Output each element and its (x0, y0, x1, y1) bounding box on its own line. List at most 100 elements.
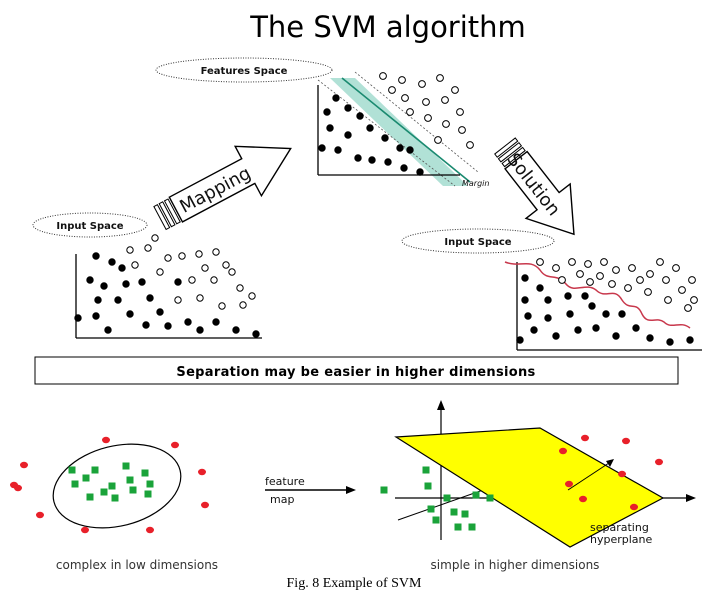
filled-dot-icon (232, 326, 240, 334)
hollow-circle-icon (612, 266, 620, 274)
filled-dot-icon (114, 296, 122, 304)
features-space-oval (155, 57, 333, 83)
red-point-icon (579, 495, 587, 503)
filled-dot-icon (138, 278, 146, 286)
hollow-circle-icon (195, 250, 203, 258)
filled-dot-icon (602, 310, 610, 318)
red-point-icon (618, 470, 626, 478)
input-space-points (74, 234, 260, 338)
hollow-circle-icon (441, 96, 449, 104)
hollow-circle-icon (456, 108, 464, 116)
hollow-circle-icon (576, 270, 584, 278)
filled-dot-icon (344, 131, 352, 139)
separating-line (341, 77, 471, 183)
filled-dot-icon (564, 292, 572, 300)
green-point-icon (486, 494, 494, 502)
input-space-panel: Input Space (32, 212, 262, 339)
filled-dot-icon (368, 156, 376, 164)
filled-dot-icon (334, 146, 342, 154)
filled-dot-icon (400, 164, 408, 172)
green-point-icon (146, 480, 154, 488)
filled-dot-icon (536, 284, 544, 292)
hollow-circle-icon (646, 270, 654, 278)
margin-line-lower (317, 79, 456, 187)
filled-dot-icon (552, 332, 560, 340)
filled-dot-icon (212, 318, 220, 326)
figure-caption: Fig. 8 Example of SVM (287, 576, 422, 591)
filled-dot-icon (142, 321, 150, 329)
green-point-icon (461, 510, 469, 518)
hollow-circle-icon (624, 284, 632, 292)
features-space-label: Features Space (201, 66, 288, 77)
hollow-circle-icon (662, 276, 670, 284)
filled-dot-icon (524, 312, 532, 320)
green-point-icon (443, 494, 451, 502)
filled-dot-icon (94, 296, 102, 304)
features-space-points (318, 72, 474, 176)
green-point-icon (144, 490, 152, 498)
hollow-circle-icon (222, 261, 230, 269)
filled-dot-icon (332, 94, 340, 102)
green-point-icon (141, 469, 149, 477)
red-point-icon (655, 458, 663, 466)
separation-banner (34, 356, 679, 385)
low-dimension-panel (10, 436, 209, 534)
solution-space-panel: Input Space (401, 228, 702, 351)
red-point-icon (102, 436, 110, 444)
separating-hyperplane (394, 427, 665, 548)
hollow-circle-icon (236, 284, 244, 292)
hollow-circle-icon (644, 288, 652, 296)
hollow-circle-icon (678, 286, 686, 294)
hollow-circle-icon (664, 296, 672, 304)
hollow-circle-icon (406, 108, 414, 116)
solution-space-label: Input Space (444, 237, 511, 248)
hollow-circle-icon (422, 98, 430, 106)
low-dimension-points (10, 436, 209, 534)
features-space-panel: Features Space Margin (155, 57, 489, 188)
high-dimension-panel: separating hyperplane (380, 400, 696, 548)
filled-dot-icon (108, 258, 116, 266)
normal-vector (567, 460, 613, 491)
filled-dot-icon (686, 336, 694, 344)
filled-dot-icon (566, 310, 574, 318)
filled-dot-icon (516, 336, 524, 344)
hollow-circle-icon (239, 301, 247, 309)
filled-dot-icon (574, 326, 582, 334)
green-point-icon (108, 482, 116, 490)
hollow-circle-icon (536, 258, 544, 266)
filled-dot-icon (174, 278, 182, 286)
hyperplane-label-2: hyperplane (590, 533, 653, 546)
red-point-icon (581, 434, 589, 442)
hollow-circle-icon (586, 278, 594, 286)
filled-dot-icon (86, 276, 94, 284)
hollow-circle-icon (608, 280, 616, 288)
filled-dot-icon (588, 302, 596, 310)
filled-dot-icon (323, 108, 331, 116)
filled-dot-icon (118, 264, 126, 272)
filled-dot-icon (521, 296, 529, 304)
hollow-circle-icon (552, 264, 560, 272)
filled-dot-icon (104, 326, 112, 334)
green-point-icon (71, 480, 79, 488)
red-point-icon (198, 468, 206, 476)
block-arrow-icon (168, 145, 292, 223)
hollow-circle-icon (596, 272, 604, 280)
red-point-icon (146, 526, 154, 534)
filled-dot-icon (666, 338, 674, 346)
filled-dot-icon (92, 252, 100, 260)
red-point-icon (559, 447, 567, 455)
hollow-circle-icon (164, 254, 172, 262)
filled-dot-icon (530, 326, 538, 334)
left-caption: complex in low dimensions (56, 558, 218, 572)
green-point-icon (472, 491, 480, 499)
right-caption: simple in higher dimensions (431, 558, 600, 572)
margin-band (330, 78, 468, 186)
filled-dot-icon (366, 124, 374, 132)
filled-dot-icon (164, 322, 172, 330)
hollow-circle-icon (248, 292, 256, 300)
axis-arrow-icon (606, 459, 614, 467)
mapping-arrow: Mapping (153, 145, 292, 231)
hollow-circle-icon (684, 304, 692, 312)
filled-dot-icon (396, 144, 404, 152)
red-point-icon (81, 526, 89, 534)
